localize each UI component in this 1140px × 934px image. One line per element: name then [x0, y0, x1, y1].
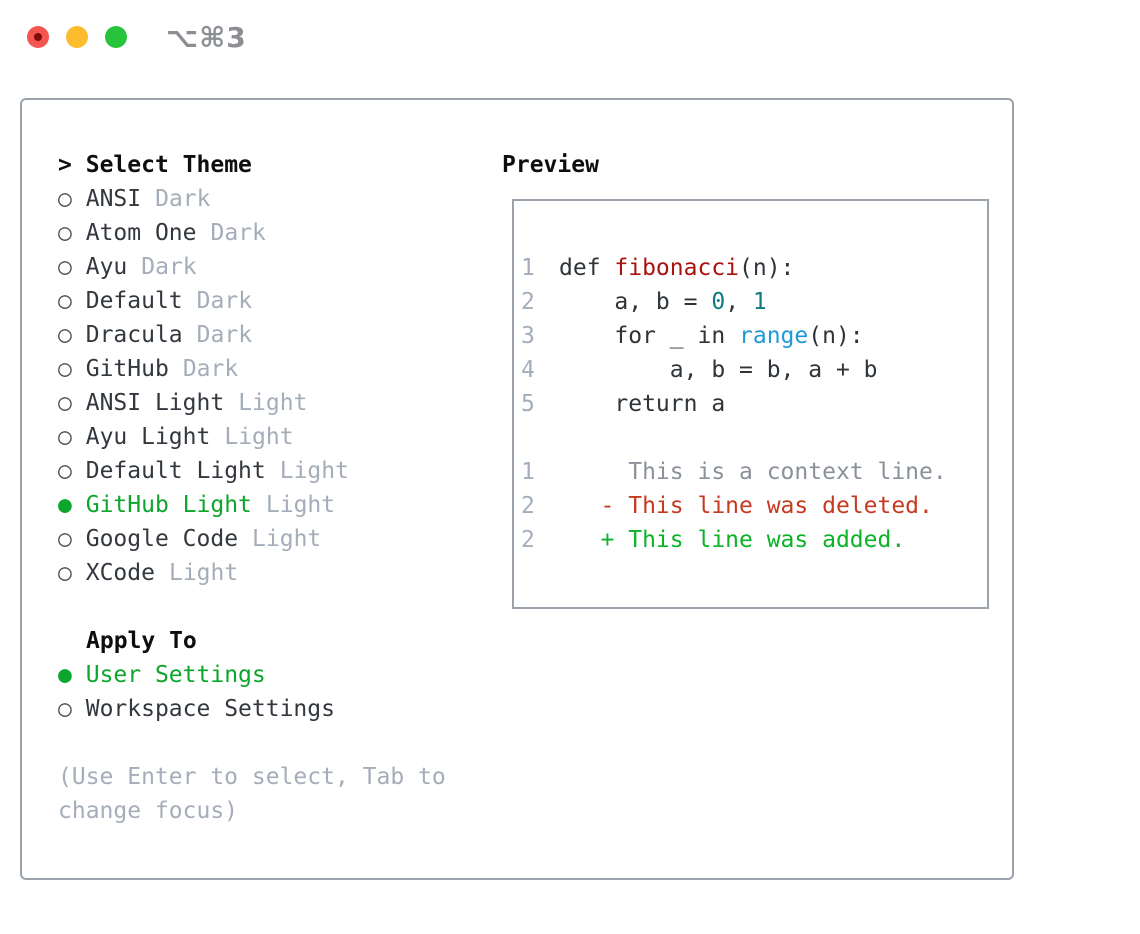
- radio-icon: ○: [58, 356, 72, 382]
- variant-tag: Dark: [196, 322, 253, 348]
- spacer: [58, 726, 503, 760]
- radio-selected-icon: ●: [58, 662, 72, 688]
- code-line: 3 for _ in range(n):: [521, 319, 987, 353]
- line-number: 1: [521, 459, 535, 485]
- code-token-deleted: - This line was deleted.: [559, 493, 933, 519]
- code-token-added: + This line was added.: [559, 527, 906, 553]
- radio-icon: ○: [58, 560, 72, 586]
- code-token-code: (n):: [739, 255, 795, 281]
- code-token-num: 1: [752, 289, 767, 315]
- code-token-num: 0: [711, 289, 726, 315]
- code-line: 4 a, b = b, a + b: [521, 353, 987, 387]
- code-line: 2 a, b = 0, 1: [521, 285, 987, 319]
- line-number: 3: [521, 323, 535, 349]
- variant-tag: Dark: [141, 254, 197, 280]
- variant-tag: Light: [238, 390, 308, 416]
- radio-selected-icon: ●: [58, 492, 72, 518]
- radio-icon: ○: [58, 526, 72, 552]
- preview-title: Preview: [502, 152, 599, 178]
- select-theme-header: Select Theme: [85, 152, 252, 178]
- variant-tag: Dark: [210, 220, 266, 246]
- code-token-code: (n):: [808, 323, 864, 349]
- code-line: 1 def fibonacci(n):: [521, 251, 987, 285]
- radio-icon: ○: [58, 458, 72, 484]
- line-number: 1: [521, 255, 535, 281]
- line-number: 4: [521, 357, 535, 383]
- line-number: 2: [521, 493, 535, 519]
- line-number: 2: [521, 527, 535, 553]
- code-line: [521, 421, 987, 455]
- code-token-context: This is a context line.: [559, 459, 947, 485]
- variant-tag: Light: [265, 492, 336, 518]
- radio-icon: ○: [58, 220, 72, 246]
- radio-icon: ○: [58, 288, 72, 314]
- apply-option-workspace-settings[interactable]: ○ Workspace Settings: [58, 696, 335, 722]
- variant-tag: Dark: [196, 288, 253, 314]
- line-number: 5: [521, 391, 535, 417]
- radio-icon: ○: [58, 424, 72, 450]
- minimize-button[interactable]: [66, 26, 88, 48]
- close-button[interactable]: [27, 26, 49, 48]
- radio-icon: ○: [58, 186, 72, 212]
- variant-tag: Light: [252, 526, 322, 552]
- apply-to-header: Apply To: [86, 628, 197, 654]
- window-title: ⌥⌘3: [166, 21, 247, 54]
- radio-icon: ○: [58, 322, 72, 348]
- code-token-code: for _ in: [559, 323, 740, 349]
- window-titlebar: ⌥⌘3: [0, 0, 1140, 75]
- spacer: [58, 590, 503, 624]
- radio-icon: ○: [58, 390, 72, 416]
- line-number: 2: [521, 289, 535, 315]
- code-line: 5 return a: [521, 387, 987, 421]
- variant-tag: Dark: [155, 186, 211, 212]
- select-theme-header-row: > Select Theme: [58, 148, 503, 182]
- radio-icon: ○: [58, 696, 72, 722]
- code-line: 1 This is a context line.: [521, 455, 987, 489]
- variant-tag: Light: [168, 560, 239, 586]
- variant-tag: Dark: [182, 356, 239, 382]
- code-line: 2 + This line was added.: [521, 523, 987, 557]
- variant-tag: Light: [224, 424, 294, 450]
- code-token-code: return a: [559, 391, 726, 417]
- code-token-code: def: [559, 255, 615, 281]
- apply-to-header-row: Apply To: [58, 624, 503, 658]
- code-line: 2 - This line was deleted.: [521, 489, 987, 523]
- code-token-builtin: range: [739, 323, 809, 349]
- code-token-code: ,: [725, 289, 753, 315]
- cursor-caret: >: [58, 152, 72, 178]
- code-token-code: a, b = b, a + b: [559, 357, 878, 383]
- code-token-func: fibonacci: [614, 255, 740, 281]
- radio-icon: ○: [58, 254, 72, 280]
- zoom-button[interactable]: [105, 26, 127, 48]
- apply-option-user-settings[interactable]: ● User Settings: [58, 662, 266, 688]
- code-token-code: a, b =: [559, 289, 712, 315]
- keyboard-hint: (Use Enter to select, Tab to change focu…: [58, 764, 446, 824]
- variant-tag: Light: [279, 458, 349, 484]
